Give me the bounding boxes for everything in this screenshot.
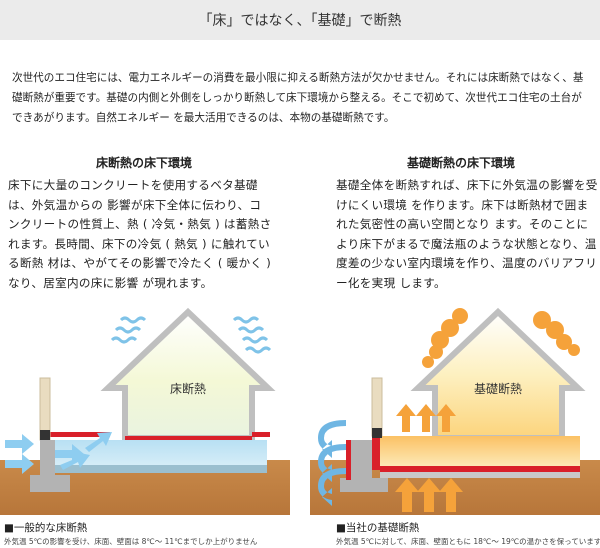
slab-insulation bbox=[380, 466, 580, 472]
foundation-insulation-outer bbox=[346, 440, 351, 480]
house-label-foundation: 基礎断熱 bbox=[474, 381, 522, 396]
foundation bbox=[340, 440, 388, 492]
sill bbox=[372, 428, 382, 438]
left-body: 床下に大量のコンクリートを使用するベタ基礎は、外気温からの 影響が床下全体に伝わ… bbox=[8, 178, 272, 290]
left-caption-note: 外気温 5℃の影響を受け、床面、壁面は 8℃～ 11℃までしか上がりません bbox=[4, 537, 258, 546]
house-label-floor: 床断熱 bbox=[170, 381, 206, 396]
floor-insulation-illustration: 床断熱 bbox=[0, 307, 290, 515]
crawl-space bbox=[55, 440, 267, 468]
intro-paragraph: 次世代のエコ住宅には、電力エネルギーの消費を最小限に抑える断熱方法が欠かせません… bbox=[12, 72, 584, 124]
floor-insulation-left bbox=[50, 432, 110, 437]
warm-air-arrow-icons bbox=[395, 404, 463, 512]
right-caption-note: 外気温 5℃に対して、床面、壁面ともに 18℃～ 19℃の温かさを保っています bbox=[336, 537, 600, 546]
right-caption-title: ■当社の基礎断熱 bbox=[336, 522, 420, 534]
foundation bbox=[30, 440, 70, 492]
right-heading: 基礎断熱の床下環境 bbox=[406, 156, 515, 170]
concrete-slab bbox=[380, 472, 580, 478]
house-outline bbox=[410, 307, 586, 441]
page-title: 「床」ではなく、「基礎」で断熱 bbox=[0, 0, 600, 40]
crawl-space bbox=[380, 436, 580, 466]
warm-heat-icons bbox=[422, 308, 580, 368]
cold-air-arrow-icons bbox=[5, 432, 112, 474]
left-heading: 床断熱の床下環境 bbox=[95, 156, 192, 170]
concrete-slab bbox=[55, 465, 267, 473]
cold-air-arrow-icons bbox=[318, 420, 346, 506]
wall-post bbox=[371, 377, 383, 437]
foundation-insulation-inner bbox=[372, 436, 380, 470]
floor-insulation-main bbox=[125, 436, 252, 440]
house-outline bbox=[100, 307, 276, 441]
floor-insulation-right bbox=[252, 432, 270, 437]
left-caption-title: ■一般的な床断熱 bbox=[4, 522, 88, 534]
foundation-insulation-illustration: 基礎断熱 bbox=[310, 307, 600, 515]
cold-wave-icons bbox=[110, 316, 272, 354]
right-body: 基礎全体を断熱すれば、床下に外気温の影響を受けにくい環境 を作ります。床下は断熱… bbox=[336, 178, 598, 290]
sill bbox=[40, 430, 50, 440]
